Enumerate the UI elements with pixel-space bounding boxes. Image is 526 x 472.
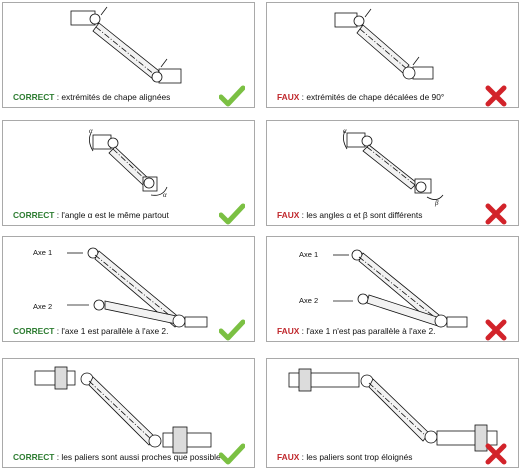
panel-non-parallel-axes: Axe 1 Axe 2 FAUX : l'axe 1 n'est pas par… (266, 236, 519, 342)
alpha-label: α (89, 127, 93, 135)
caption: FAUX : l'axe 1 n'est pas parallèle à l'a… (277, 326, 435, 336)
caption: CORRECT : les paliers sont aussi proches… (13, 452, 221, 462)
cross-icon (485, 443, 507, 465)
beta-label: β (434, 199, 439, 207)
axe1-label: Axe 1 (299, 250, 318, 259)
panel-parallel-axes: Axe 1 Axe 2 CORRECT : l'axe 1 est parall… (2, 236, 255, 342)
cardan-drawing-offset (334, 8, 434, 80)
panel-offset-yokes: FAUX : extrémités de chape décalées de 9… (266, 2, 519, 108)
caption: CORRECT : l'axe 1 est parallèle à l'axe … (13, 326, 168, 336)
caption: FAUX : les paliers sont trop éloignés (277, 452, 412, 462)
axe2-label: Axe 2 (33, 302, 52, 311)
status-label: FAUX (277, 326, 300, 336)
caption: CORRECT : extrémités de chape alignées (13, 92, 170, 102)
status-label: FAUX (277, 210, 300, 220)
caption-text: : l'angle α est le même partout (54, 210, 169, 220)
caption: FAUX : extrémités de chape décalées de 9… (277, 92, 444, 102)
panel-distant-bearings: FAUX : les paliers sont trop éloignés (266, 358, 519, 468)
panel-aligned-yokes: CORRECT : extrémités de chape alignées (2, 2, 255, 108)
cardan-drawing-non-parallel: Axe 1 Axe 2 (299, 249, 468, 328)
status-label: CORRECT (13, 452, 55, 462)
alpha-label: α (163, 191, 167, 199)
axe1-label: Axe 1 (33, 248, 52, 257)
cardan-drawing-different-angles: α β (343, 127, 444, 207)
check-icon (219, 319, 245, 341)
cross-icon (485, 203, 507, 225)
cross-icon (485, 319, 507, 341)
check-icon (219, 203, 245, 225)
cardan-drawing-close-bearings (34, 366, 212, 454)
status-label: CORRECT (13, 92, 55, 102)
status-label: CORRECT (13, 210, 55, 220)
alpha-label: α (343, 127, 347, 135)
caption-text: : les paliers sont trop éloignés (299, 452, 413, 462)
cardan-drawing-parallel: Axe 1 Axe 2 (33, 247, 208, 328)
cross-icon (485, 85, 507, 107)
axe2-label: Axe 2 (299, 296, 318, 305)
panel-close-bearings: CORRECT : les paliers sont aussi proches… (2, 358, 255, 468)
caption-text: : l'axe 1 n'est pas parallèle à l'axe 2. (299, 326, 436, 336)
caption-text: : les paliers sont aussi proches que pos… (54, 452, 221, 462)
caption-text: : les angles α et β sont différents (299, 210, 423, 220)
panel-different-angles: α β FAUX : les angles α et β sont différ… (266, 120, 519, 226)
caption-text: : extrémités de chape alignées (54, 92, 171, 102)
cardan-drawing-distant-bearings (288, 368, 498, 452)
status-label: FAUX (277, 92, 300, 102)
cardan-drawing-aligned (70, 6, 182, 84)
check-icon (219, 85, 245, 107)
caption-text: : l'axe 1 est parallèle à l'axe 2. (54, 326, 169, 336)
caption: CORRECT : l'angle α est le même partout (13, 210, 169, 220)
status-label: FAUX (277, 452, 300, 462)
cardan-drawing-same-angle: α α (89, 127, 168, 199)
caption-text: : extrémités de chape décalées de 90° (299, 92, 445, 102)
check-icon (219, 443, 245, 465)
status-label: CORRECT (13, 326, 55, 336)
caption: FAUX : les angles α et β sont différents (277, 210, 422, 220)
panel-same-angle: α α CORRECT : l'angle α est le même part… (2, 120, 255, 226)
